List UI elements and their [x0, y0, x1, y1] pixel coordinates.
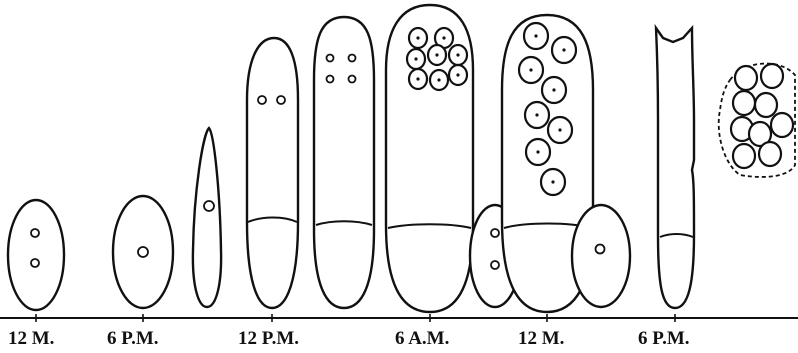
time-label-6pm-second: 6 P.M.: [638, 328, 690, 349]
nucleus: [349, 55, 356, 62]
time-label-12m-first: 12 M.: [8, 328, 54, 349]
oval-cell-right: [572, 205, 630, 307]
stage-8-empty-ascus: [656, 28, 694, 308]
spore: [733, 91, 755, 115]
nucleus: [327, 76, 334, 83]
nucleus: [31, 259, 39, 267]
nucleus: [349, 76, 356, 83]
spore: [733, 144, 755, 168]
stage-1-cell: [8, 200, 64, 310]
nucleus: [327, 55, 334, 62]
stage-6-ascus: [386, 5, 473, 312]
spore: [761, 64, 783, 88]
nucleus: [31, 229, 39, 237]
stage-4-ascus: [247, 38, 298, 308]
spore: [755, 93, 777, 117]
spore: [771, 113, 793, 137]
spore: [735, 66, 757, 90]
stage-3-ascus: [193, 128, 221, 307]
time-label-6pm-first: 6 P.M.: [107, 328, 159, 349]
nucleus: [138, 247, 148, 257]
stage-2-cell: [113, 196, 173, 308]
time-label-6am: 6 A.M.: [395, 328, 449, 349]
time-label-12pm: 12 P.M.: [238, 328, 299, 349]
nucleus: [596, 245, 605, 254]
nucleus: [491, 229, 499, 237]
time-label-12m-second: 12 M.: [518, 328, 564, 349]
released-spore-mass: [719, 64, 795, 177]
nucleus: [277, 96, 285, 104]
stage-5-ascus: [314, 17, 374, 308]
time-axis: 12 M. 6 P.M. 12 P.M. 6 A.M. 12 M. 6 P.M.: [0, 314, 798, 349]
nucleus: [491, 261, 499, 269]
spore: [759, 142, 781, 166]
nucleus: [204, 201, 214, 211]
nucleus: [258, 96, 266, 104]
